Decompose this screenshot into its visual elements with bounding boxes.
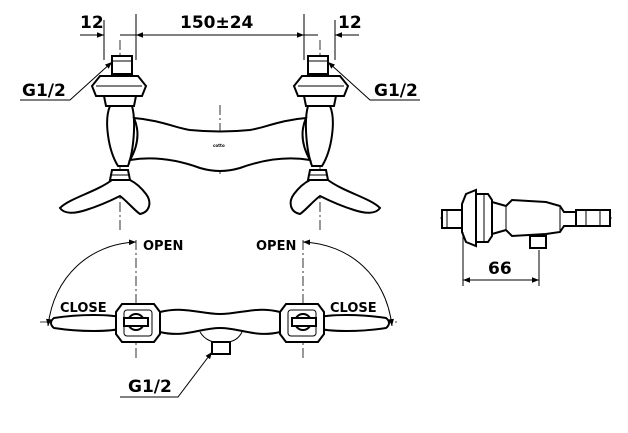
left-inlet-thread-label: G1/2 <box>22 81 66 101</box>
side-depth-dimension: 66 <box>488 259 512 279</box>
left-offset-dimension: 12 <box>80 13 104 33</box>
right-valve-front <box>289 55 382 216</box>
bottom-outlet-thread-label: G1/2 <box>128 377 172 397</box>
right-open-label: OPEN <box>256 239 296 254</box>
brand-mark: cotto <box>213 143 225 148</box>
right-inlet-thread-label: G1/2 <box>374 81 418 101</box>
right-offset-dimension: 12 <box>338 13 362 33</box>
right-handle-plan <box>279 303 390 343</box>
left-valve-front <box>58 55 151 216</box>
plan-view: OPEN CLOSE OPEN CLOSE G1/2 <box>40 239 400 398</box>
right-close-label: CLOSE <box>330 301 377 316</box>
top-dimensions: 12 150±24 12 <box>80 13 362 60</box>
left-open-label: OPEN <box>143 239 183 254</box>
front-view: cotto G1/2 G1/2 <box>20 40 420 230</box>
side-view: 66 <box>440 188 615 286</box>
left-close-label: CLOSE <box>60 301 107 316</box>
left-handle-plan <box>50 303 161 343</box>
center-distance-dimension: 150±24 <box>180 13 254 33</box>
